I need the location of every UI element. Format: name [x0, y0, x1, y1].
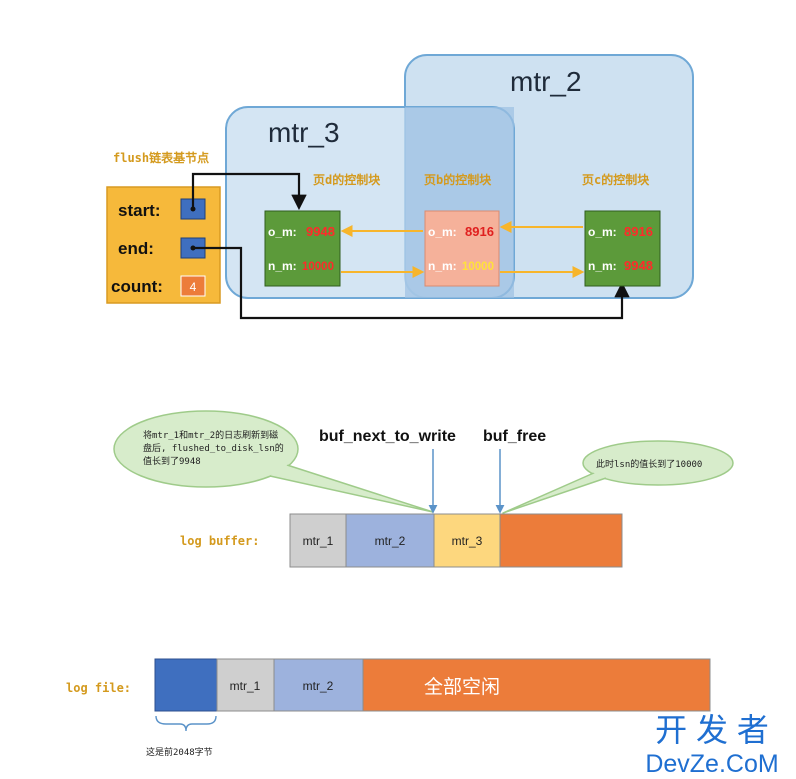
- page-d-nm-label: n_m:: [268, 259, 297, 273]
- page-c-nm-label: n_m:: [588, 259, 617, 273]
- left-speech-bubble: [113, 410, 434, 513]
- end-pointer-arrow: [193, 246, 630, 320]
- mtr2-label: mtr_2: [510, 66, 582, 97]
- start-pointer-arrow: [191, 172, 307, 211]
- buf-next-to-write-label: buf_next_to_write: [319, 428, 456, 445]
- log-file-mtr1-segment: [216, 658, 275, 712]
- log-file-header-segment: [154, 658, 218, 712]
- watermark-line-1: 开 发 者: [655, 712, 769, 748]
- count-value: 4: [190, 280, 197, 294]
- page-c-nm-value: 9948: [624, 258, 653, 273]
- end-label: end:: [118, 239, 154, 258]
- header-note: 这是前2048字节: [146, 746, 213, 758]
- left-bubble-line-1: 将mtr_1和mtr_2的日志刷新到磁: [143, 429, 278, 441]
- log-buffer-mtr2-segment: [345, 513, 435, 568]
- right-speech-bubble: [502, 440, 734, 514]
- log-file-mtr2-segment: [273, 658, 364, 712]
- log-buffer-label: log buffer:: [180, 534, 259, 548]
- log-buffer-mtr3-segment: [433, 513, 501, 568]
- page-c-om-label: o_m:: [588, 225, 617, 239]
- log-buffer-mtr2-label: mtr_2: [375, 534, 406, 548]
- page-b-om-value: 8916: [465, 224, 494, 239]
- page-b-block: [424, 210, 500, 287]
- count-value-box: [180, 275, 206, 297]
- page-b-caption: 页b的控制块: [424, 172, 492, 187]
- left-bubble-line-2: 盘后, flushed_to_disk_lsn的: [143, 442, 284, 454]
- page-b-nm-label: n_m:: [428, 259, 457, 273]
- watermark-line-2: DevZe.CoM: [645, 750, 778, 778]
- log-file-free-label: 全部空闲: [424, 676, 500, 698]
- page-c-om-value: 8916: [624, 224, 653, 239]
- log-file-label: log file:: [66, 681, 131, 695]
- page-d-caption: 页d的控制块: [313, 172, 381, 187]
- flush-head-caption: flush链表基节点: [113, 150, 209, 165]
- log-buffer-mtr3-label: mtr_3: [452, 534, 483, 548]
- count-label: count:: [111, 277, 163, 296]
- log-buffer-mtr1-label: mtr_1: [303, 534, 334, 548]
- page-c-block: [584, 210, 661, 287]
- start-label: start:: [118, 201, 161, 220]
- log-file-mtr1-label: mtr_1: [230, 679, 261, 693]
- page-b-om-label: o_m:: [428, 225, 457, 239]
- log-file-free-segment: [362, 658, 711, 712]
- page-d-nm-value: 10000: [302, 261, 334, 273]
- buf-free-label: buf_free: [483, 428, 546, 445]
- log-buffer-free-segment: [499, 513, 623, 568]
- mtr3-label: mtr_3: [268, 117, 340, 148]
- page-c-caption: 页c的控制块: [582, 172, 650, 187]
- page-b-nm-value: 10000: [462, 261, 494, 273]
- right-bubble-text: 此时lsn的值长到了10000: [596, 458, 702, 470]
- log-buffer-mtr1-segment: [289, 513, 347, 568]
- page-d-om-label: o_m:: [268, 225, 297, 239]
- page-d-om-value: 9948: [306, 224, 335, 239]
- log-file-mtr2-label: mtr_2: [303, 679, 334, 693]
- page-d-block: [264, 210, 341, 287]
- header-bracket: [155, 715, 217, 732]
- left-bubble-line-3: 值长到了9948: [143, 455, 201, 467]
